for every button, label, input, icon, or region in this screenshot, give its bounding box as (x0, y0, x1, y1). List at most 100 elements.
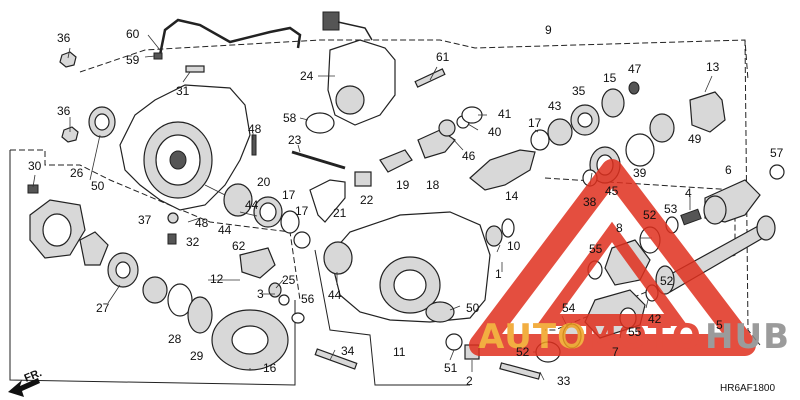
actuator-gear (335, 85, 365, 115)
part-label: 34 (341, 344, 355, 358)
leader-30 (32, 174, 36, 188)
shaft-5-end (655, 265, 675, 295)
part-label: 15 (603, 71, 617, 85)
part-label: 5 (716, 318, 723, 332)
pin-48 (251, 134, 257, 156)
part-label: 52 (516, 345, 530, 359)
clip-59 (153, 52, 163, 60)
diagram-code: HR6AF1800 (720, 383, 775, 394)
leader-60 (147, 34, 161, 51)
leader-61 (429, 66, 438, 81)
part-label: 32 (186, 235, 200, 249)
bearing-35-inner (577, 112, 593, 128)
part-label: 33 (557, 374, 571, 388)
bearing-46 (438, 119, 456, 137)
assembly-outline-diff (9, 150, 296, 386)
part-label: 6 (725, 163, 732, 177)
part-label: 58 (283, 111, 297, 125)
leader-48-lower (187, 217, 201, 223)
breather-tube-60 (158, 18, 302, 56)
part-label: 24 (300, 69, 314, 83)
bearing-44-lower (323, 241, 353, 275)
part-label: 40 (488, 125, 502, 139)
pinion-gear-diff (79, 231, 109, 266)
shaft-5-spline (756, 215, 776, 241)
assembly-outline-left-case (10, 149, 301, 301)
part-label: 9 (545, 23, 552, 37)
part-label: 23 (288, 133, 302, 147)
part-label: 10 (507, 239, 521, 253)
nut-36-mid (61, 126, 79, 143)
leader-10 (496, 244, 501, 253)
part-label: 7 (612, 345, 619, 359)
spacer-17 (530, 129, 550, 151)
sensor-62 (239, 247, 276, 279)
bolt-32 (167, 233, 177, 245)
diff-case-inner (393, 269, 427, 301)
watermark-brand-moto: MOTO (583, 317, 702, 357)
part-label: 3 (257, 287, 264, 301)
seal-49 (649, 113, 675, 143)
part-label: 44 (245, 198, 259, 212)
leader-34 (329, 349, 336, 361)
bearing-50-lower (425, 301, 455, 323)
part-label: 48 (248, 122, 262, 136)
part-label: 45 (605, 184, 619, 198)
leader-58 (299, 117, 309, 121)
seal-10 (501, 218, 515, 238)
bearing-44-upper (223, 183, 253, 217)
part-label: 57 (770, 146, 784, 160)
part-label: 62 (232, 239, 246, 253)
front-arrow-icon (8, 378, 40, 397)
part-label: 29 (190, 349, 204, 363)
part-label: 31 (176, 84, 190, 98)
clip-56 (291, 312, 305, 324)
washer-3 (142, 276, 168, 304)
part-label: 25 (282, 273, 296, 287)
part-label: 11 (393, 345, 406, 359)
circlip-39 (625, 133, 655, 167)
watermark: AUTO MOTO HUB (469, 159, 789, 357)
leader-27 (107, 284, 121, 304)
part-label: 59 (126, 53, 140, 67)
part-label: 55 (589, 242, 603, 256)
assembly-outline-upper (79, 39, 749, 81)
leader-42 (645, 299, 649, 309)
part-label: 46 (462, 149, 476, 163)
part-label: 38 (583, 195, 597, 209)
watermark-triangle (469, 159, 756, 356)
ring-gear-16-inner (231, 325, 269, 355)
part-label: 27 (96, 301, 110, 315)
part-label: 56 (301, 292, 315, 306)
part-label: 39 (633, 166, 647, 180)
part-label: 53 (664, 202, 678, 216)
clip-57 (769, 164, 785, 180)
leader-50-left (89, 134, 101, 181)
actuator-wire (337, 21, 373, 41)
cover-center (169, 150, 187, 170)
bearing-15 (601, 88, 625, 118)
washer-51 (445, 333, 463, 351)
pinion-gear-14 (469, 149, 536, 191)
leader-25 (275, 279, 284, 289)
fork-21 (309, 179, 346, 223)
cam-27-inner (115, 261, 131, 279)
joint-4 (680, 208, 702, 226)
leader-17-shaft (534, 129, 539, 133)
shaft-23 (291, 150, 346, 170)
part-label: 51 (444, 361, 458, 375)
part-label: 36 (57, 104, 71, 118)
part-label: 50 (466, 301, 480, 315)
part-label: 54 (562, 301, 576, 315)
bearing-50-left-inner (94, 113, 110, 131)
bearing-10 (485, 225, 503, 247)
leader-13 (704, 75, 713, 93)
part-label: 60 (126, 27, 140, 41)
front-label: FR. (23, 367, 44, 385)
bolt-31 (185, 65, 205, 73)
nut-36-top (59, 51, 77, 68)
part-label: 16 (263, 361, 277, 375)
diff-case-26-bore (42, 213, 72, 247)
